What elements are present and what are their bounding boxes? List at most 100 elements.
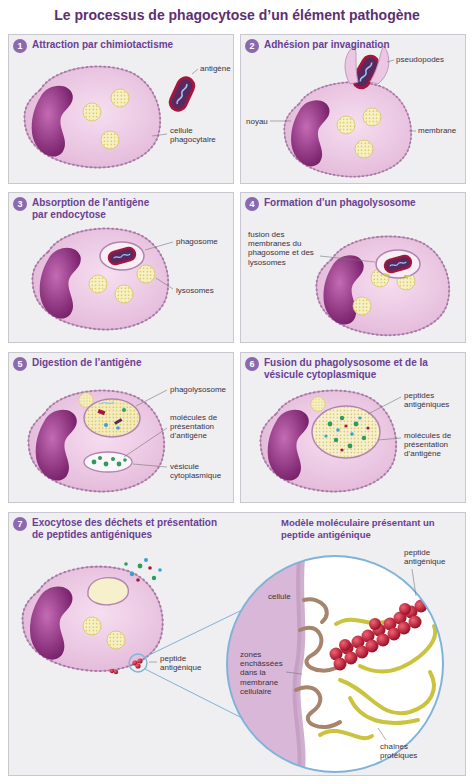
- molecular-model-part-part: [296, 599, 340, 727]
- callout-number: 4: [245, 197, 259, 211]
- leader-lines-part: [387, 60, 394, 62]
- callout-label: phagolysosome: [170, 385, 232, 394]
- step3-art-part: [100, 242, 144, 270]
- step7-art-part-part: [130, 572, 134, 576]
- step-number-circle: [13, 517, 27, 531]
- step5-art-part-part: [117, 462, 122, 467]
- step6-art-part: [340, 424, 369, 451]
- step7-art-part-part: [148, 566, 152, 570]
- leader-lines-part: [412, 569, 416, 596]
- molecular-model-part-part: [330, 600, 428, 671]
- step-number: 2: [245, 39, 259, 53]
- callout-label: noyau: [246, 117, 278, 126]
- molecular-model-part-part-part: [320, 731, 372, 738]
- step7-art-part: [129, 654, 147, 672]
- callout-number: 2: [245, 39, 259, 53]
- leader-lines-part: [136, 390, 167, 406]
- panel-grounds-part: [8, 352, 234, 503]
- step6-art-part: [324, 416, 361, 437]
- step5-art-part-part: [111, 457, 115, 461]
- step6-art-part: [313, 407, 379, 457]
- step5-art-part: [84, 399, 140, 437]
- step7-art-part-part: [137, 658, 142, 663]
- step2-art-part: [370, 46, 389, 84]
- step-number-circle: [13, 197, 27, 211]
- step1-art-part: [24, 66, 160, 167]
- step2-art: [284, 46, 411, 177]
- step7-art-part-part: [135, 663, 140, 668]
- callout-number: 1: [13, 39, 27, 53]
- phase-heading: Fusion du phagolysosome et de la vésicul…: [264, 357, 464, 381]
- panel-grounds-part: [8, 34, 234, 184]
- step4-art-part: [384, 274, 410, 276]
- callout-label: peptide antigénique: [160, 654, 210, 672]
- step3-art-part: [108, 247, 137, 266]
- leader-lines-part: [378, 438, 401, 440]
- step6-art-part-part: [340, 448, 343, 451]
- step6-art-part: [312, 406, 380, 458]
- phase-panel: Absorption de l’antigène par endocytose 3: [8, 192, 234, 343]
- callout-label: chaînes protéiques: [380, 742, 436, 760]
- step4-art-part: [376, 250, 420, 278]
- leader-lines-part: [378, 728, 386, 740]
- step4-art-part: [353, 297, 371, 315]
- leader-lines-part: [286, 672, 302, 674]
- step6-art-part-part: [362, 436, 366, 440]
- step5-art-part: [104, 423, 108, 427]
- step-number: 6: [245, 357, 259, 371]
- molecular-model-part-part-part: [377, 634, 390, 647]
- phase-panel: Attraction par chimiotactisme 1: [8, 34, 234, 184]
- step2-art-part: [355, 140, 373, 158]
- phase-heading: Adhésion par invagination: [264, 39, 460, 51]
- callout-label: molécules de présentation d’antigène: [404, 431, 464, 459]
- step5-art-part: [122, 408, 126, 412]
- step6-art-part-part: [366, 426, 369, 429]
- step-number-circle: [13, 357, 27, 371]
- step6-art-part: [328, 416, 367, 449]
- step6-art-part-part: [328, 422, 333, 427]
- molecular-model-part-part-part: [334, 658, 347, 671]
- step-number-circle: [245, 357, 259, 371]
- callout-number: 3: [13, 197, 27, 211]
- step7-art-part: [88, 578, 129, 605]
- step7-art-part-part: [114, 670, 118, 674]
- step7-art-part: [136, 566, 152, 582]
- molecular-model-part-part-part: [296, 687, 340, 727]
- leader-lines-part: [368, 397, 401, 414]
- step5-art-part-part: [98, 456, 102, 460]
- step6-art-part-part: [334, 438, 338, 442]
- step6-art-part-part: [354, 422, 359, 427]
- step5-art: [28, 390, 164, 491]
- step7-art-part-part: [136, 578, 140, 582]
- molecular-model-part-part-part: [304, 599, 327, 622]
- phase-heading: Formation d’un phagolysosome: [264, 197, 460, 209]
- leader-lines-part: [149, 662, 157, 663]
- phase-panel: Exocytose des déchets et présentation de…: [8, 512, 466, 776]
- step4-art-part: [316, 236, 449, 335]
- step6-art-part-part: [324, 434, 327, 437]
- molecular-model-part-part: [296, 550, 302, 780]
- step7-art-part-part: [138, 564, 143, 569]
- step5-art-part-part: [104, 462, 109, 467]
- phase-heading: Attraction par chimiotactisme: [32, 39, 228, 51]
- step1-art-part: [83, 103, 101, 121]
- step7-art-part: [107, 631, 125, 649]
- phase-panel: Fusion du phagolysosome et de la vésicul…: [240, 352, 466, 503]
- step5-art-part: [28, 390, 164, 491]
- step5-art-part: [116, 426, 120, 430]
- step6-art-part-part: [336, 428, 340, 432]
- leader-lines: [124, 60, 416, 740]
- molecular-model: [220, 550, 443, 780]
- step5-art-part-part: [92, 460, 97, 465]
- step5-art-part: [92, 456, 127, 466]
- callout-label: zones enchâssées dans la membrane cellul…: [240, 650, 300, 696]
- step7-art-part-part: [144, 558, 148, 562]
- molecular-model-part-part-part: [366, 640, 379, 653]
- step6-art-part-part: [340, 416, 344, 420]
- step6-art-part-part: [344, 424, 347, 427]
- step7-art-part: [83, 617, 101, 635]
- step-number: 5: [13, 357, 27, 371]
- molecular-model-part-part-part: [409, 616, 422, 629]
- molecular-model-part-part-part: [339, 639, 351, 651]
- phase-heading: Absorption de l’antigène par endocytose: [32, 197, 157, 221]
